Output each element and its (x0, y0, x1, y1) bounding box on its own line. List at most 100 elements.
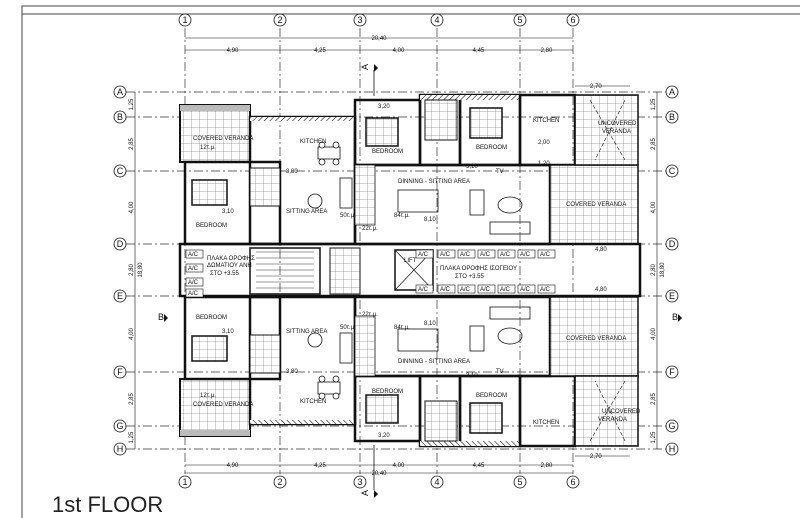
grid-column-label: 3 (357, 477, 362, 487)
room-label: 84τ.μ. (394, 325, 410, 331)
room-label: BEDROOM (196, 315, 227, 321)
room-label: DINNING - SITTING AREA (398, 179, 470, 185)
room-label: COVERED VERANDA (566, 202, 626, 208)
room-label: BEDROOM (476, 393, 507, 399)
dimension-veranda: 2,70 (590, 454, 602, 460)
grid-column-label: 5 (517, 15, 522, 25)
room-label: BEDROOM (196, 223, 227, 229)
dimension-overall-depth: 18,80 (138, 262, 144, 278)
dimension-interior: 3,20 (378, 433, 390, 439)
room-label: 22τ.μ. (362, 312, 378, 318)
ac-unit-label: A/C (460, 287, 471, 293)
ac-unit (477, 284, 496, 294)
dimension-row-span: 1,25 (651, 431, 657, 443)
dimension-interior: 8,10 (424, 217, 436, 223)
ac-unit-label: A/C (460, 252, 471, 258)
drawing-frame (21, 5, 800, 518)
grid-bubble (566, 13, 580, 27)
room-label: DINNING - SITTING AREA (398, 359, 470, 365)
room-label: 22τ.μ. (362, 226, 378, 232)
ac-unit-label: A/C (188, 280, 199, 286)
grid-bubble (665, 237, 679, 251)
ac-unit-label: A/C (500, 287, 511, 293)
dimension-overall-width: 20,40 (371, 36, 387, 42)
grid-row-label: F (117, 367, 123, 377)
ac-unit (437, 249, 456, 259)
room-label: SITTING AREA (286, 329, 327, 335)
ac-unit (185, 288, 204, 298)
grid-bubble (665, 289, 679, 303)
grid-bubble (665, 442, 679, 456)
grid-bubble (113, 85, 127, 99)
ac-unit (517, 249, 536, 259)
dimension-row-span: 2,85 (129, 138, 135, 150)
ac-unit (537, 249, 556, 259)
section-marker: B (158, 312, 164, 322)
ac-unit (415, 249, 434, 259)
grid-bubble (430, 13, 444, 27)
grid-bubble (566, 475, 580, 489)
ac-unit (497, 249, 516, 259)
grid-row-label: E (117, 291, 123, 301)
room-label: VERANDA (598, 417, 627, 423)
core-area: A/CA/CA/CA/CA/CA/CA/CA/CA/CA/CA/CA/CA/CA… (178, 242, 642, 298)
lift-label: LIFT (404, 258, 417, 264)
dimension-row-span: 1,25 (651, 98, 657, 110)
grid-row-label: E (669, 291, 675, 301)
room-label: 50τ.μ. (340, 325, 356, 331)
dimension-interior: 8,10 (424, 321, 436, 327)
grid-column-label: 1 (182, 15, 187, 25)
grid-bubble (113, 365, 127, 379)
grid-row-label: H (117, 444, 124, 454)
grid-column-label: 4 (434, 477, 439, 487)
dimension-column-span: 4,00 (393, 48, 405, 54)
ac-unit (477, 249, 496, 259)
dimension-veranda: 2,70 (590, 84, 602, 90)
dimension-column-span: 4,90 (227, 463, 239, 469)
ac-unit (437, 284, 456, 294)
core-note: ΔΩΜΑΤΙΟΥ ΑΝΗ (207, 263, 252, 269)
room-label: UNCOVERED (602, 409, 641, 415)
ac-unit-label: A/C (520, 252, 531, 258)
dimension-row-span: 4,00 (651, 201, 657, 213)
ac-unit (537, 284, 556, 294)
room-label: TV (496, 169, 504, 175)
ac-units: A/CA/CA/CA/CA/CA/CA/CA/CA/CA/CA/CA/CA/CA… (185, 249, 556, 298)
room-label: KITCHEN (533, 420, 559, 426)
grid-row-label: F (669, 367, 675, 377)
ac-unit (457, 249, 476, 259)
room-label: UNCOVERED (598, 121, 637, 127)
room-label: 12τ.μ. (200, 145, 216, 151)
room-label: COVERED VERANDA (566, 336, 626, 342)
grid-row-label: D (669, 239, 676, 249)
grid-bubble (665, 419, 679, 433)
drawing-title: 1st FLOOR (52, 492, 163, 517)
dimension-column-span: 4,90 (227, 48, 239, 54)
grid-column-label: 3 (357, 15, 362, 25)
section-arrow-icon (374, 490, 378, 498)
ac-unit-label: A/C (188, 291, 199, 297)
grid-row-label: A (669, 87, 675, 97)
dimension-row-span: 4,00 (651, 328, 657, 340)
dimension-row-span: 1,25 (129, 98, 135, 110)
section-arrow-icon (678, 314, 682, 322)
dimension-row-span: 4,00 (129, 201, 135, 213)
room-label: BEDROOM (372, 149, 403, 155)
grid-bubble (113, 237, 127, 251)
ac-unit-label: A/C (440, 287, 451, 293)
room-label: KITCHEN (533, 118, 559, 124)
room-label: 84τ.μ. (394, 213, 410, 219)
ac-unit-label: A/C (540, 252, 551, 258)
dimension-column-span: 4,25 (314, 48, 326, 54)
ac-unit (185, 263, 204, 273)
grid-row-label: G (116, 421, 123, 431)
dimension-row-span: 2,80 (129, 264, 135, 276)
section-marker: A (360, 64, 370, 70)
ac-unit-label: A/C (188, 266, 199, 272)
grid-bubble (113, 110, 127, 124)
dimension-overall-width: 20,40 (371, 471, 387, 477)
grid-bubble (113, 419, 127, 433)
dimension-interior: 3,80 (286, 169, 298, 175)
ac-unit (497, 284, 516, 294)
